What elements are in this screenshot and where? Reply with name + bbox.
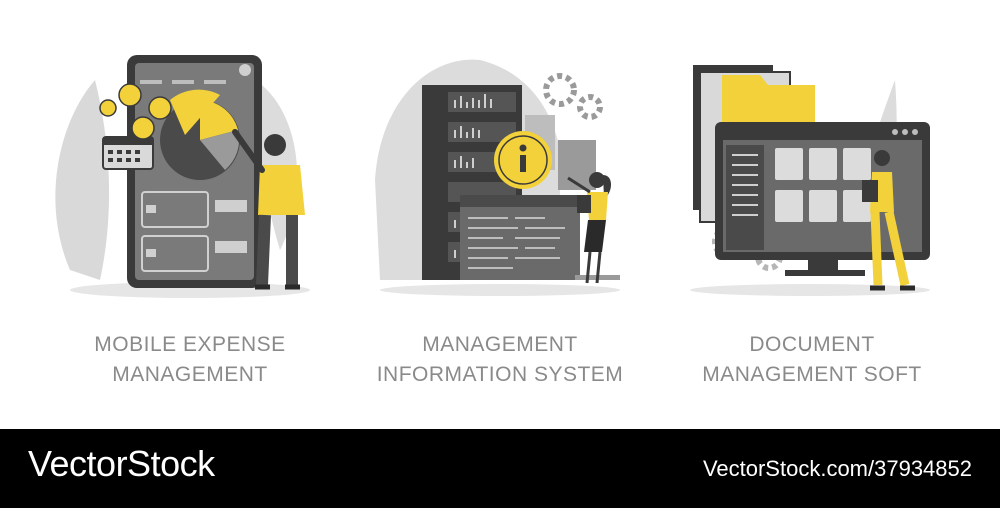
watermark-footer: VectorStock VectorStock.com/37934852 — [0, 429, 1000, 508]
caption-document: DOCUMENT MANAGEMENT SOFT — [662, 330, 962, 390]
info-icon — [494, 131, 552, 189]
brand-logo: VectorStock — [28, 443, 215, 484]
mobile-expense-illustration — [55, 55, 310, 298]
pie-chart-icon — [160, 89, 240, 180]
stock-id: VectorStock.com/37934852 — [702, 456, 972, 481]
caption-line2: MANAGEMENT SOFT — [702, 363, 922, 386]
caption-mis: MANAGEMENT INFORMATION SYSTEM — [350, 330, 650, 390]
person-figure — [567, 172, 612, 284]
caption-line1: DOCUMENT — [749, 333, 875, 356]
caption-line2: MANAGEMENT — [112, 363, 268, 386]
mis-illustration — [375, 59, 620, 296]
coin-icon — [99, 83, 172, 140]
illustrations — [55, 55, 930, 298]
person-figure — [862, 150, 915, 291]
caption-line1: MANAGEMENT — [422, 333, 578, 356]
caption-line1: MOBILE EXPENSE — [94, 333, 286, 356]
document-illustration — [690, 65, 930, 296]
calendar-icon — [102, 136, 154, 170]
gear-icon — [543, 73, 603, 120]
person-figure — [232, 129, 305, 290]
caption-line2: INFORMATION SYSTEM — [376, 363, 624, 386]
document-icon — [775, 148, 871, 222]
caption-mobile-expense: MOBILE EXPENSE MANAGEMENT — [40, 330, 340, 390]
